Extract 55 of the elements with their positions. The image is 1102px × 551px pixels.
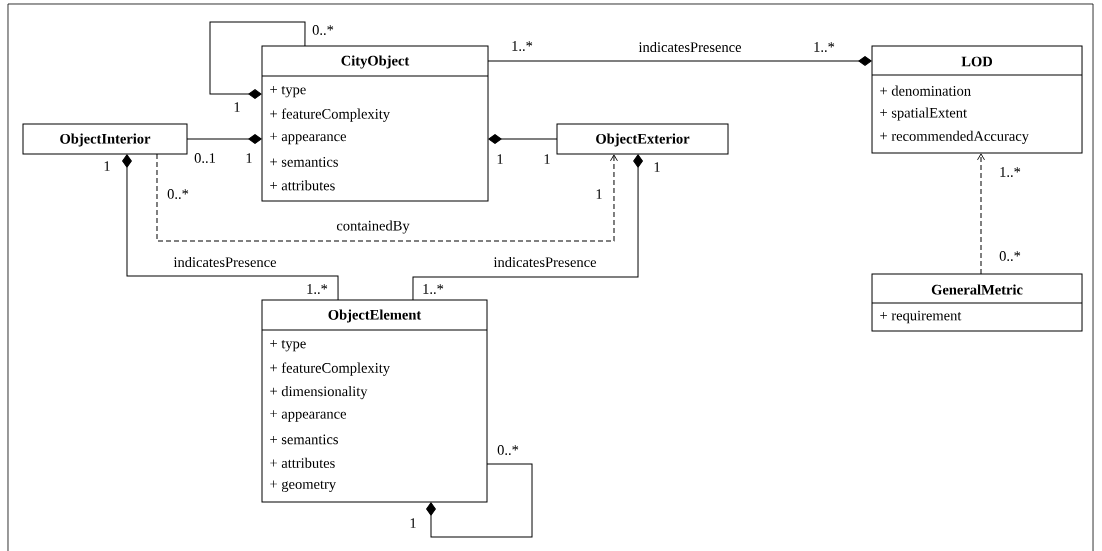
class-box <box>556 123 729 155</box>
class-box <box>871 45 1083 154</box>
multiplicity: 1 <box>410 518 416 528</box>
class-name: ObjectElement <box>328 309 422 323</box>
dependency-arrow <box>156 153 618 242</box>
attribute: + semantics <box>270 157 338 167</box>
class-name: ObjectExterior <box>596 133 690 147</box>
class-box <box>871 273 1083 332</box>
multiplicity: 1..* <box>423 284 444 294</box>
multiplicity: 0..* <box>497 445 519 455</box>
association-line <box>209 21 306 99</box>
class-box <box>261 45 489 202</box>
attribute: + attributes <box>270 457 335 468</box>
association-line <box>122 154 339 301</box>
multiplicity: 1 <box>544 154 550 164</box>
attribute: + spatialExtent <box>880 107 967 121</box>
multiplicity: 1..* <box>512 41 533 51</box>
attribute: + attributes <box>270 180 335 191</box>
class-name: CityObject <box>341 55 410 69</box>
class-name: GeneralMetric <box>931 284 1023 295</box>
attribute: + featureComplexity <box>270 362 390 376</box>
class-name: LOD <box>961 56 993 67</box>
association-line <box>412 154 643 301</box>
class-name: ObjectInterior <box>60 133 151 147</box>
attribute: + type <box>270 340 306 352</box>
multiplicity: 1..* <box>307 284 328 294</box>
association-line <box>186 134 262 144</box>
attribute: + semantics <box>270 434 338 445</box>
attribute: + recommendedAccuracy <box>880 130 1029 144</box>
attribute: + dimensionality <box>270 385 368 400</box>
dependency-arrow <box>977 153 985 275</box>
class-box <box>261 299 488 503</box>
multiplicity: 1 <box>596 189 602 199</box>
edge-label: indicatesPresence <box>637 40 743 54</box>
multiplicity: 1 <box>246 153 252 163</box>
multiplicity: 0..1 <box>194 153 215 163</box>
association-line <box>487 56 872 66</box>
attribute: + type <box>270 86 306 98</box>
multiplicity: 1 <box>234 102 240 112</box>
attribute: + geometry <box>270 480 336 492</box>
attribute: + denomination <box>880 85 971 96</box>
multiplicity: 1..* <box>814 42 835 52</box>
association-line <box>488 134 558 144</box>
association-line <box>426 463 533 538</box>
attribute: + appearance <box>270 132 346 145</box>
multiplicity: 0..* <box>312 25 334 35</box>
attribute: + featureComplexity <box>270 108 390 122</box>
attribute: + requirement <box>880 310 962 324</box>
attribute: + appearance <box>270 410 346 422</box>
multiplicity: 1..* <box>1000 167 1021 177</box>
class-box <box>22 123 188 155</box>
edge-label: indicatesPresence <box>492 255 598 269</box>
edge-label: containedBy <box>335 219 411 235</box>
multiplicity: 0..* <box>167 189 189 199</box>
edge-label: indicatesPresence <box>172 255 278 269</box>
